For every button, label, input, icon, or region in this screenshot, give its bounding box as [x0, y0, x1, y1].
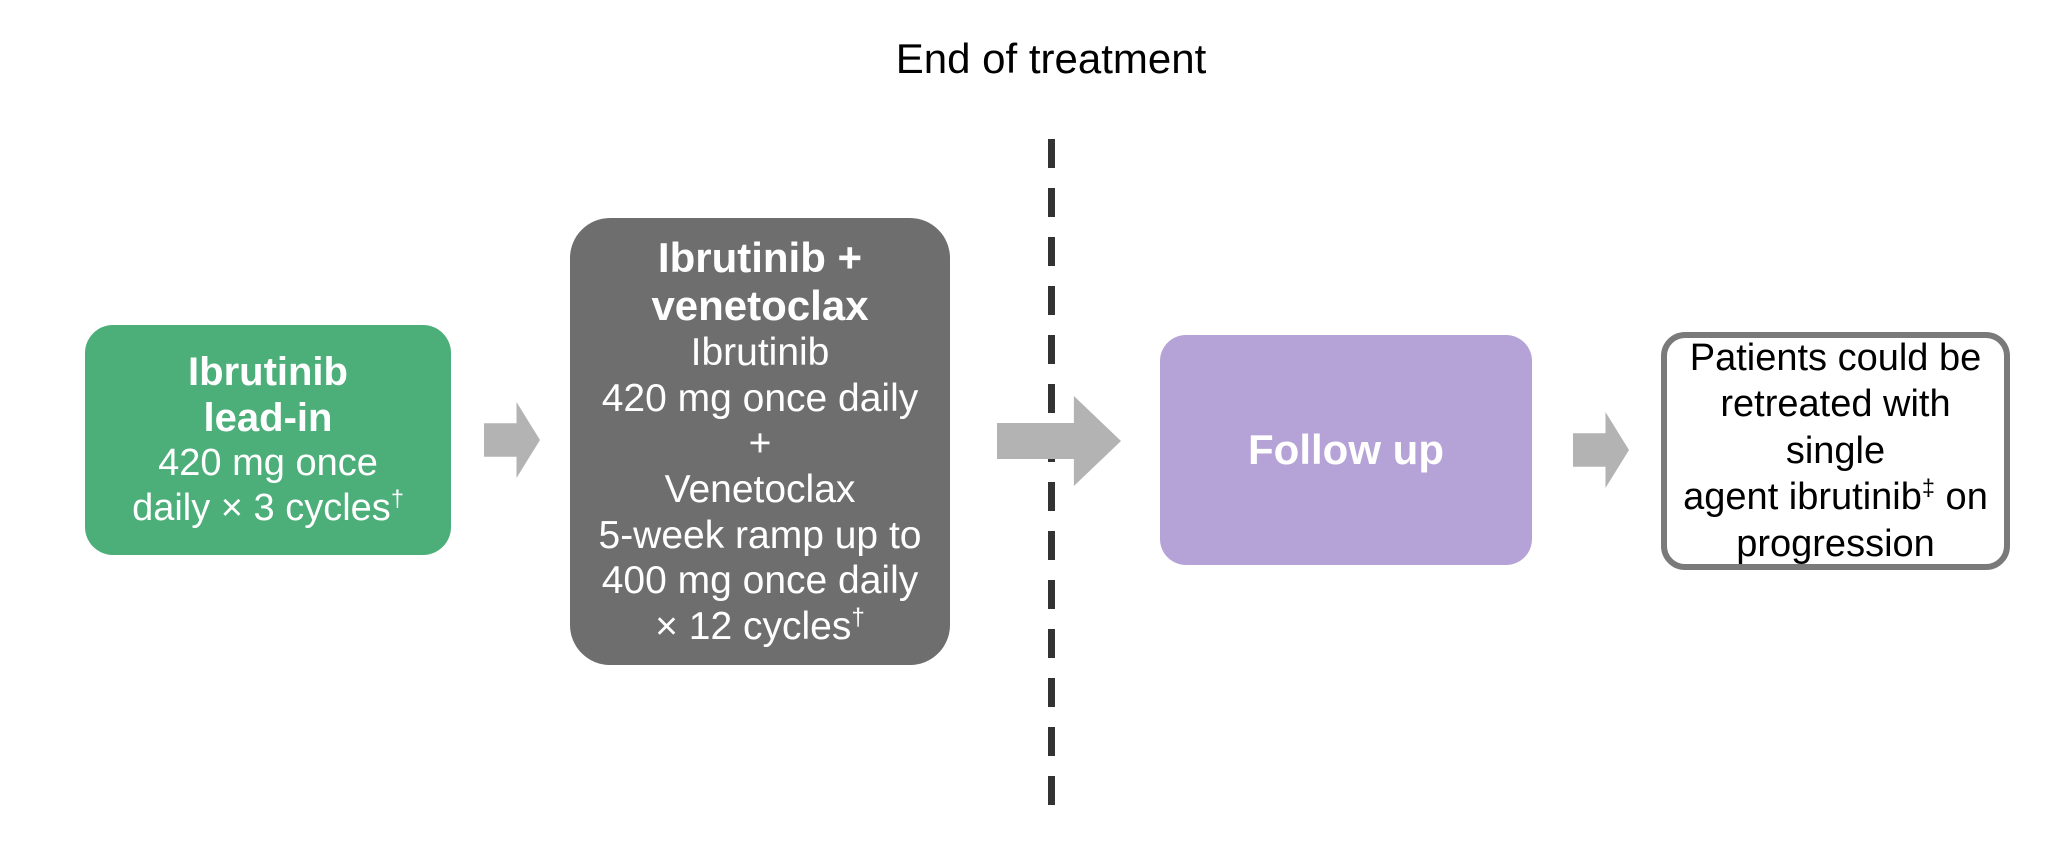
combination-title-line-2: venetoclax: [651, 281, 869, 329]
follow-up-title: Follow up: [1248, 426, 1444, 474]
combination-detail-line-4: Venetoclax: [664, 467, 856, 511]
retreatment-line-1: Patients could be: [1689, 337, 1982, 380]
lead-in-title: Ibrutinib lead-in: [188, 350, 348, 441]
end-of-treatment-divider: [1048, 139, 1055, 820]
box-follow-up: Follow up: [1160, 335, 1532, 565]
combination-detail: Ibrutinib 420 mg once daily + Venetoclax…: [599, 330, 922, 649]
box-ibrutinib-lead-in: Ibrutinib lead-in 420 mg once daily × 3 …: [85, 325, 451, 555]
combination-detail-line-7: × 12 cycles: [655, 604, 852, 648]
end-of-treatment-label: End of treatment: [895, 35, 1207, 82]
retreatment-line-3-prefix: agent ibrutinib: [1683, 476, 1922, 519]
retreatment-line-3-suffix: on: [1935, 476, 1988, 519]
lead-in-title-line-2: lead-in: [203, 395, 333, 440]
combination-detail-line-2: 420 mg once daily: [601, 376, 919, 420]
lead-in-title-line-1: Ibrutinib: [188, 349, 348, 394]
retreatment-line-4: progression: [1736, 522, 1935, 565]
arrow-right-icon-combination-to-follow-up: [997, 396, 1121, 486]
combination-detail-line-5: 5-week ramp up to: [598, 513, 922, 557]
dagger-marker: †: [851, 603, 865, 631]
lead-in-detail-line-1: 420 mg once: [158, 442, 378, 485]
dagger-marker: †: [390, 484, 404, 511]
box-retreatment-note: Patients could be retreated with single …: [1661, 332, 2010, 570]
double-dagger-marker: ‡: [1921, 474, 1935, 501]
arrow-right-icon-follow-up-to-retreatment: [1573, 412, 1629, 488]
retreatment-text: Patients could be retreated with single …: [1677, 335, 1994, 567]
combination-title: Ibrutinib + venetoclax: [651, 234, 868, 331]
lead-in-detail-line-2: daily × 3 cycles: [132, 486, 391, 529]
combination-detail-line-3: +: [748, 422, 772, 466]
arrow-right-icon-lead-in-to-combination: [484, 402, 540, 478]
combination-detail-line-6: 400 mg once daily: [601, 559, 919, 603]
combination-title-line-1: Ibrutinib +: [657, 233, 863, 281]
box-ibrutinib-plus-venetoclax: Ibrutinib + venetoclax Ibrutinib 420 mg …: [570, 218, 950, 665]
combination-detail-line-1: Ibrutinib: [690, 331, 830, 375]
lead-in-detail: 420 mg once daily × 3 cycles†: [132, 441, 404, 530]
retreatment-line-2: retreated with single: [1720, 383, 1951, 472]
